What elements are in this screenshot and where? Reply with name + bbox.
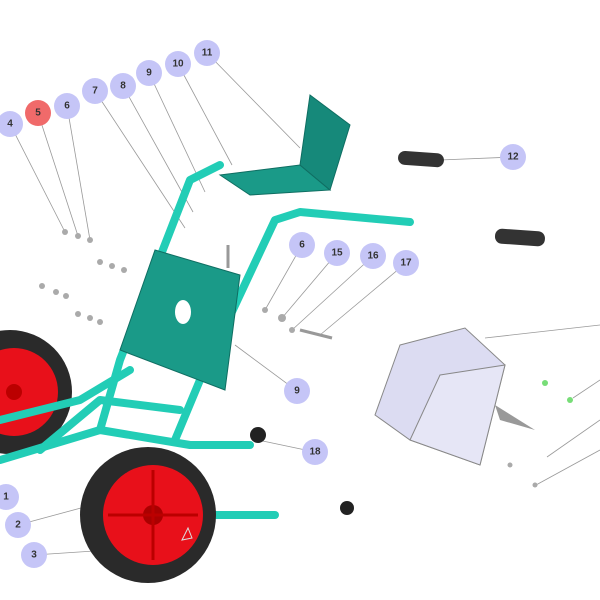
- callout-10[interactable]: 10: [165, 51, 191, 77]
- callout-18[interactable]: 18: [302, 439, 328, 465]
- callout-3[interactable]: 3: [21, 542, 47, 568]
- callout-1[interactable]: 1: [0, 484, 19, 510]
- svg-text:17: 17: [400, 258, 412, 269]
- hardware: [39, 229, 573, 515]
- svg-text:8: 8: [120, 81, 126, 92]
- back-plate: [119, 249, 241, 391]
- callout-8[interactable]: 8: [110, 73, 136, 99]
- svg-text:2: 2: [15, 520, 21, 531]
- callout-7[interactable]: 7: [82, 78, 108, 104]
- callout-4[interactable]: 4: [0, 111, 23, 137]
- callout-2[interactable]: 2: [5, 512, 31, 538]
- svg-text:10: 10: [172, 59, 184, 70]
- svg-text:9: 9: [294, 386, 300, 397]
- callout-16[interactable]: 16: [360, 243, 386, 269]
- front-wheel: [80, 447, 216, 583]
- svg-text:15: 15: [331, 248, 343, 259]
- callout-5-highlighted[interactable]: 5: [25, 100, 51, 126]
- callout-9[interactable]: 9: [136, 60, 162, 86]
- callout-17[interactable]: 17: [393, 250, 419, 276]
- svg-text:6: 6: [299, 240, 305, 251]
- svg-text:16: 16: [367, 251, 379, 262]
- callout-11[interactable]: 11: [194, 40, 220, 66]
- svg-text:6: 6: [64, 101, 70, 112]
- svg-text:9: 9: [146, 68, 152, 79]
- callout-9b[interactable]: 9: [284, 378, 310, 404]
- seat-bracket: [218, 94, 351, 268]
- svg-text:12: 12: [507, 152, 519, 163]
- svg-text:4: 4: [7, 119, 13, 130]
- svg-text:18: 18: [309, 447, 321, 458]
- callout-12[interactable]: 12: [500, 144, 526, 170]
- svg-text:7: 7: [92, 86, 98, 97]
- handle-grips: [398, 150, 545, 247]
- callout-6[interactable]: 6: [54, 93, 80, 119]
- callout-15[interactable]: 15: [324, 240, 350, 266]
- svg-text:3: 3: [31, 550, 37, 561]
- svg-text:1: 1: [3, 492, 9, 503]
- svg-text:11: 11: [202, 48, 213, 59]
- svg-text:5: 5: [35, 108, 41, 119]
- wheel-guard-shield: [374, 327, 535, 466]
- callout-6b[interactable]: 6: [289, 232, 315, 258]
